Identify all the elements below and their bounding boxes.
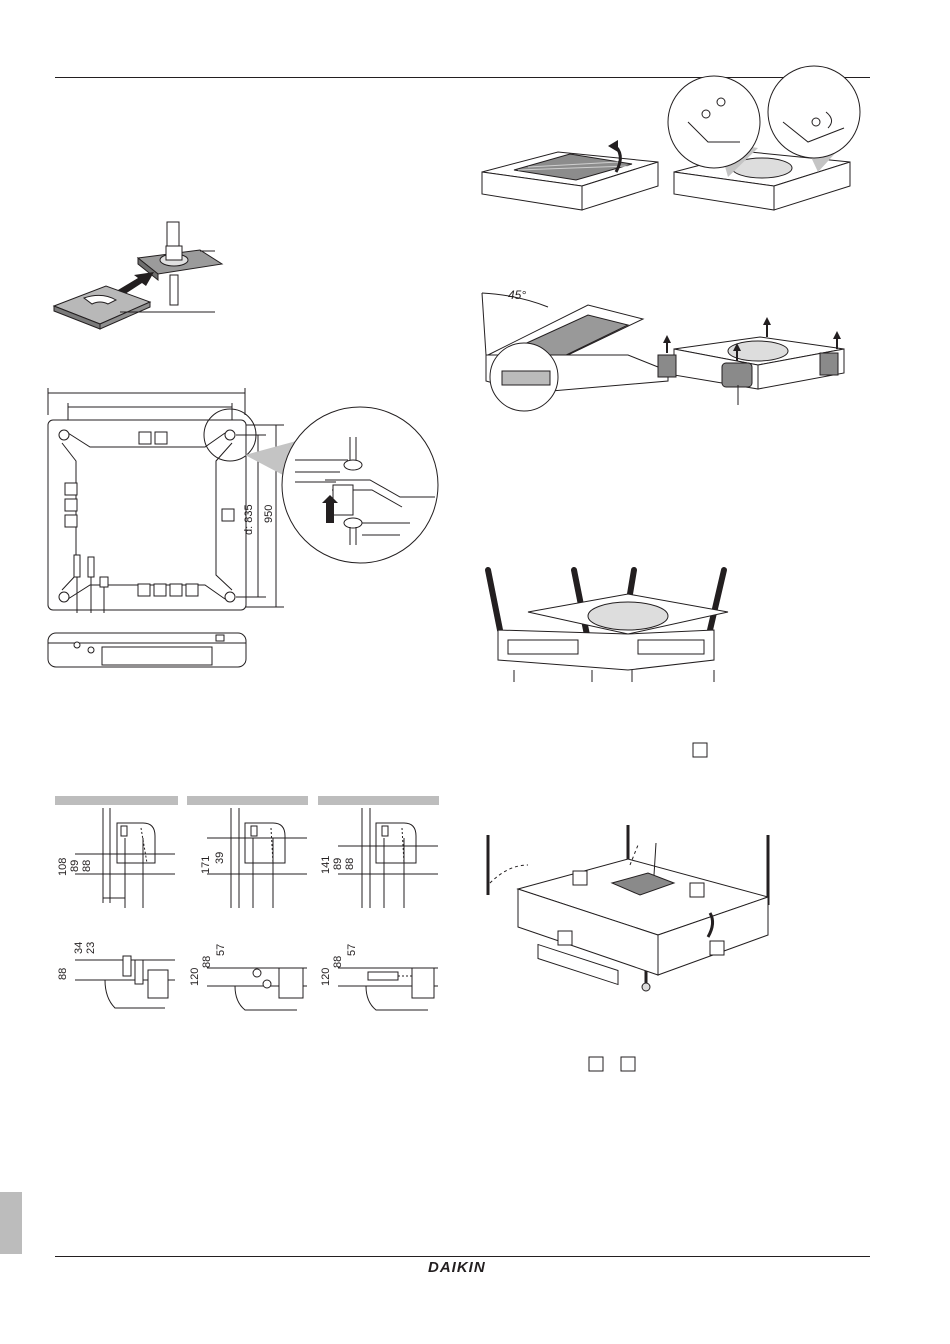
dim-89: 89: [69, 860, 81, 872]
figure-pipe-variant-3: 141 89 88 120 88 57: [318, 808, 443, 1018]
daikin-logo: DAIKIN: [428, 1259, 486, 1276]
dimension-950: 950: [263, 505, 275, 523]
dim-88-e: 88: [332, 956, 344, 968]
dim-39: 39: [214, 852, 226, 864]
figure-unit-plan-dimensions: d: 835 950: [40, 385, 460, 685]
dim-120: 120: [189, 968, 201, 986]
dim-171: 171: [200, 856, 212, 874]
figure-lift-panel: [478, 570, 778, 688]
dim-57-b: 57: [346, 944, 358, 956]
page-side-tab: [0, 1192, 22, 1254]
figure-pipe-variant-2: 171 39 120 88 57: [187, 808, 312, 1018]
dim-108: 108: [57, 858, 69, 876]
figure-washer-insert: [50, 220, 230, 340]
figure-open-grille: [478, 82, 858, 217]
angle-45: 45°: [508, 288, 526, 302]
dim-88-d: 88: [344, 858, 356, 870]
dim-88-c: 88: [201, 956, 213, 968]
variant-band-3: [318, 796, 439, 805]
variant-band-2: [187, 796, 308, 805]
footer-rule: [55, 1256, 870, 1257]
dim-89-b: 89: [332, 858, 344, 870]
dim-88-b: 88: [57, 968, 69, 980]
header-rule: [55, 77, 870, 78]
dim-23: 23: [85, 942, 97, 954]
figure-pipe-variant-1: 108 89 88 88 34 23: [55, 808, 180, 1018]
dim-88: 88: [81, 860, 93, 872]
callout-box-right: [692, 742, 708, 758]
dim-57: 57: [215, 944, 227, 956]
figure-tilt-grille: 45°: [478, 285, 858, 415]
figure-hang-unit: [478, 825, 808, 1025]
variant-band-1: [55, 796, 178, 805]
dim-141: 141: [320, 856, 332, 874]
dim-120-b: 120: [320, 968, 332, 986]
dim-34: 34: [73, 942, 85, 954]
callout-boxes-bottom: [588, 1056, 638, 1072]
dimension-d-835: d: 835: [243, 504, 255, 535]
